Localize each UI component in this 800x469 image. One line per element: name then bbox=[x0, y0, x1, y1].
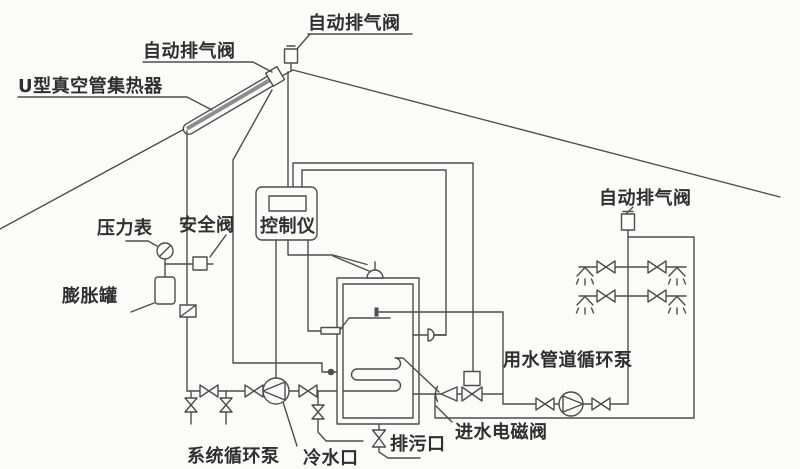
label-safety-valve: 安全阀 bbox=[179, 214, 235, 236]
tank-internals bbox=[320, 307, 504, 405]
pressure-gauge-icon bbox=[125, 240, 174, 265]
label-cold-water: 冷水口 bbox=[303, 447, 359, 469]
vacuum-tube-collector bbox=[182, 65, 286, 135]
safety-valve-icon bbox=[192, 234, 227, 271]
label-inlet-solenoid: 进水电磁阀 bbox=[455, 421, 548, 443]
gate-valve-icon bbox=[535, 397, 555, 411]
gate-valve-icon bbox=[199, 384, 219, 398]
label-leaders bbox=[17, 33, 413, 111]
controller-box bbox=[255, 186, 318, 241]
tap-branch-row bbox=[575, 289, 687, 315]
label-auto-exhaust-valve-collector: 自动排气阀 bbox=[143, 40, 236, 62]
storage-tank bbox=[336, 277, 420, 425]
gate-valve-icon bbox=[647, 260, 667, 274]
balance-valve-icon bbox=[179, 304, 197, 318]
label-controller: 控制仪 bbox=[260, 215, 316, 237]
auto-exhaust-valve-roof-icon bbox=[283, 45, 299, 72]
label-pipeline-pump: 用水管道循环泵 bbox=[503, 349, 633, 371]
gate-valve-icon bbox=[596, 289, 616, 303]
label-pressure-gauge: 压力表 bbox=[97, 217, 153, 239]
gate-valve-icon bbox=[596, 260, 616, 274]
tank-drain-valve-icon bbox=[371, 423, 421, 459]
shower-head-icon bbox=[668, 295, 686, 306]
label-expansion-tank: 膨胀罐 bbox=[61, 285, 118, 307]
controller-wires bbox=[275, 239, 368, 379]
collector-tube-shade bbox=[185, 76, 274, 131]
inlet-label-leader bbox=[435, 405, 453, 423]
label-auto-exhaust-valve-right: 自动排气阀 bbox=[599, 187, 692, 209]
label-auto-exhaust-valve-roof: 自动排气阀 bbox=[308, 12, 401, 34]
shower-head-icon bbox=[668, 266, 686, 277]
label-system-pump: 系统循环泵 bbox=[187, 445, 280, 467]
gate-valve-icon bbox=[647, 289, 667, 303]
cold-water-branch bbox=[311, 390, 364, 442]
label-collector: U型真空管集热器 bbox=[18, 75, 163, 97]
pipe-sensor-dot bbox=[327, 368, 335, 376]
solenoid-valve-icon bbox=[461, 370, 483, 402]
gate-valve-icon bbox=[591, 397, 611, 411]
tank-top-sensor-icon bbox=[332, 255, 384, 279]
drain-stub-valve-icon bbox=[184, 390, 198, 425]
roof-outline bbox=[0, 69, 781, 230]
dip-tube-cap bbox=[374, 307, 379, 317]
pipeline-pump-line bbox=[502, 391, 629, 417]
auto-exhaust-valve-right-icon bbox=[620, 206, 636, 231]
controller-display bbox=[268, 195, 307, 212]
tank-coil bbox=[342, 357, 440, 393]
expansion-tank-icon bbox=[130, 263, 176, 313]
right-riser-and-return bbox=[434, 229, 695, 419]
gate-valve-icon bbox=[244, 384, 264, 398]
tap-branch-row bbox=[575, 260, 687, 286]
gate-valve-icon bbox=[298, 384, 318, 398]
shower-head-icon bbox=[576, 295, 594, 306]
system-circulation-pump-icon bbox=[262, 377, 298, 447]
label-drain: 排污口 bbox=[390, 433, 446, 455]
drain-stub-valve-icon bbox=[219, 390, 233, 425]
tank-right-port-cap bbox=[427, 328, 435, 342]
collector-supply-pipe bbox=[232, 89, 355, 376]
shower-head-icon bbox=[576, 266, 594, 277]
tank-left-port bbox=[320, 326, 341, 335]
